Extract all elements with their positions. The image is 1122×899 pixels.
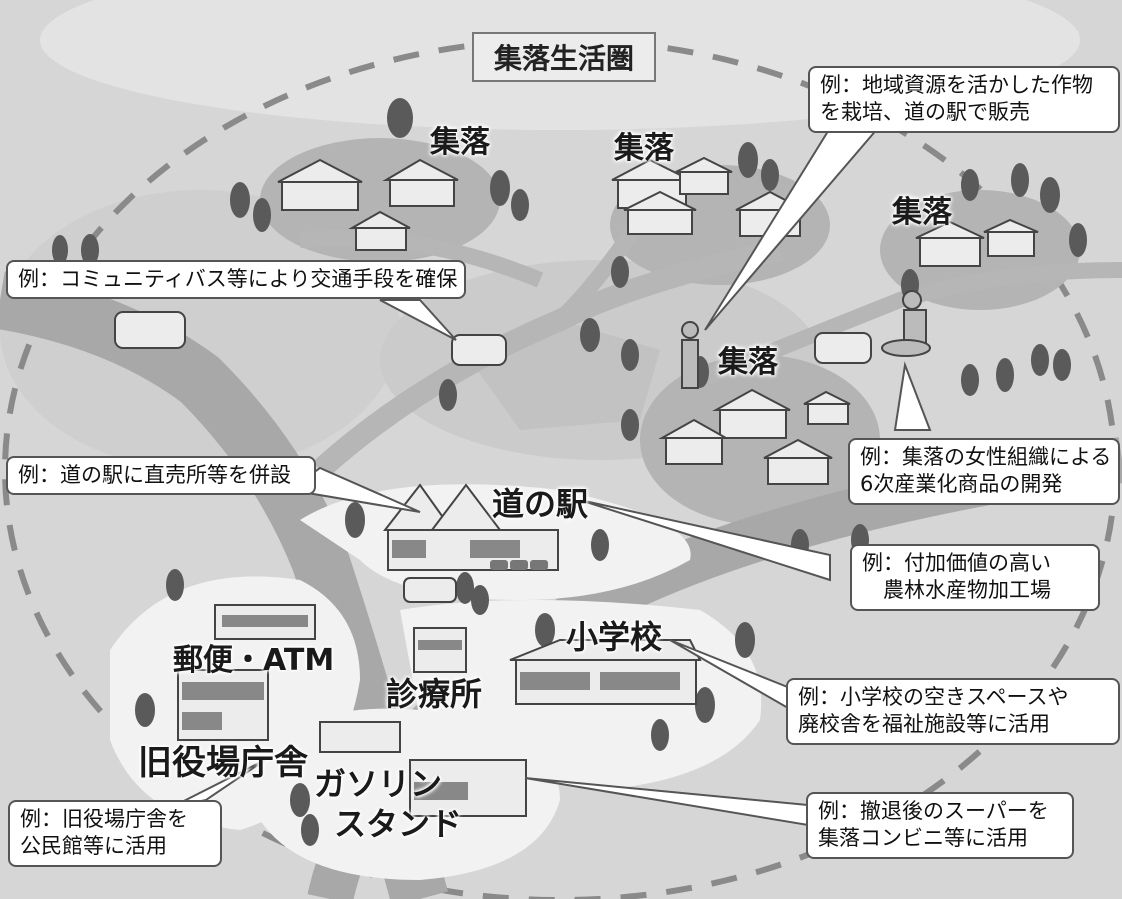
gas-station-label-line1: ガソリン bbox=[314, 765, 443, 803]
callout-supermarket-line2: 集落コンビニ等に活用 bbox=[818, 826, 1028, 851]
callout-supermarket: 例：撤退後のスーパーを 集落コンビニ等に活用 bbox=[806, 792, 1074, 859]
gas-station-label-line2: スタンド bbox=[334, 805, 463, 843]
callout-crops-line1: 例：地域資源を活かした作物 bbox=[820, 73, 1093, 97]
village-road-4 bbox=[697, 262, 1122, 388]
michinoeki-label: 道の駅 bbox=[492, 485, 589, 523]
callout-processing-line1: 例：付加価値の高い bbox=[862, 551, 1051, 575]
diagram-title: 集落生活圏 bbox=[472, 32, 656, 82]
pointer-processing bbox=[579, 499, 831, 582]
callout-crops-line2: を栽培、道の駅で販売 bbox=[820, 100, 1030, 125]
village-road-3 bbox=[299, 230, 544, 288]
callout-school-reuse-line2: 廃校舎を福祉施設等に活用 bbox=[798, 712, 1050, 737]
bus-center bbox=[403, 577, 457, 603]
pointer-women-org bbox=[893, 361, 932, 431]
callout-supermarket-line1: 例：撤退後のスーパーを bbox=[818, 799, 1049, 823]
bus-east bbox=[814, 332, 872, 364]
gas-station-building bbox=[319, 721, 401, 753]
old-office-label: 旧役場庁舎 bbox=[138, 743, 308, 783]
callout-processing-line2: 農林水産物加工場 bbox=[862, 578, 1051, 603]
village-label-north: 集落 bbox=[614, 131, 674, 166]
callout-old-office-line2: 公民館等に活用 bbox=[20, 834, 167, 859]
callout-bus: 例：コミュニティバス等により交通手段を確保 bbox=[6, 260, 466, 300]
callout-women-org-line1: 例：集落の女性組織による bbox=[860, 445, 1112, 469]
callout-bus-line1: 例：コミュニティバス等により交通手段を確保 bbox=[18, 267, 458, 291]
village-label-east: 集落 bbox=[718, 345, 778, 380]
callout-women-org-line2: 6次産業化商品の開発 bbox=[860, 472, 1063, 497]
callout-school-reuse: 例：小学校の空きスペースや 廃校舎を福祉施設等に活用 bbox=[786, 678, 1120, 745]
bus-west bbox=[114, 311, 186, 349]
callout-women-org: 例：集落の女性組織による 6次産業化商品の開発 bbox=[848, 438, 1120, 505]
callout-old-office: 例：旧役場庁舎を 公民館等に活用 bbox=[8, 800, 222, 867]
school-label: 小学校 bbox=[566, 618, 663, 656]
pointer-bus bbox=[379, 299, 457, 341]
village-label-northwest: 集落 bbox=[430, 125, 490, 160]
callout-old-office-line1: 例：旧役場庁舎を bbox=[20, 807, 188, 831]
callout-processing: 例：付加価値の高い 農林水産物加工場 bbox=[850, 544, 1100, 611]
village-road-1 bbox=[312, 239, 783, 479]
callout-direct-sales-line1: 例：道の駅に直売所等を併設 bbox=[18, 463, 291, 487]
callout-direct-sales: 例：道の駅に直売所等を併設 bbox=[6, 456, 316, 496]
village-label-northeast: 集落 bbox=[892, 195, 952, 230]
callout-school-reuse-line1: 例：小学校の空きスペースや bbox=[798, 685, 1069, 709]
callout-crops: 例：地域資源を活かした作物 を栽培、道の駅で販売 bbox=[808, 66, 1120, 133]
post-atm-label: 郵便・ATM bbox=[173, 643, 335, 678]
bus-middle bbox=[451, 334, 507, 366]
clinic-label: 診療所 bbox=[386, 675, 483, 713]
